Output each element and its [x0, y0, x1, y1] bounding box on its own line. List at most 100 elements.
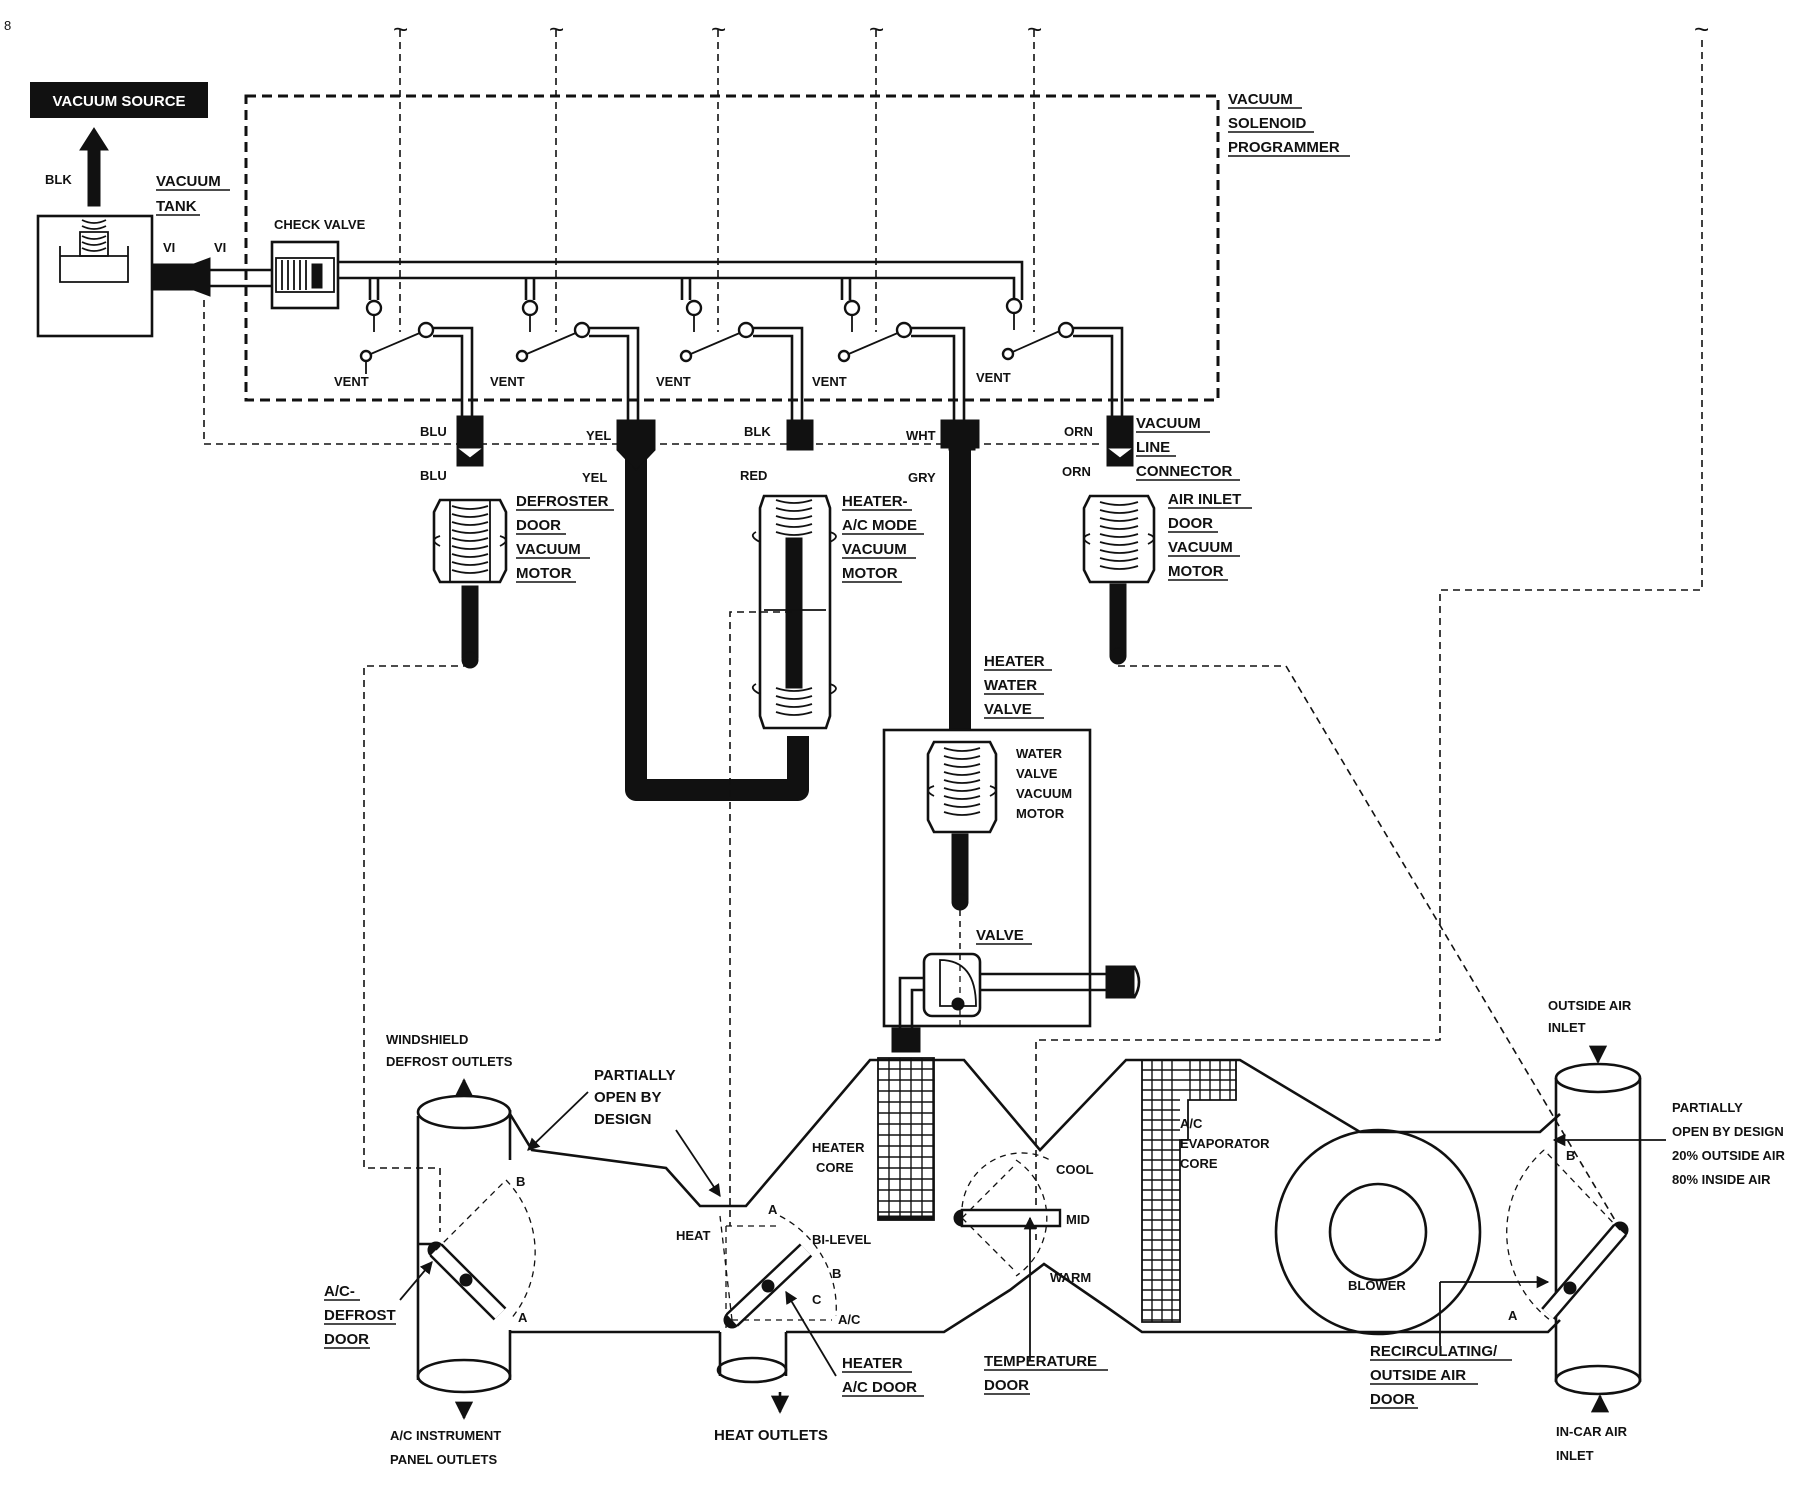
- hose-top-blk: BLK: [744, 424, 771, 439]
- evaporator-label-1: A/C: [1180, 1116, 1203, 1131]
- windshield-label-1: WINDSHIELD: [386, 1032, 468, 1047]
- hose-top-blu: BLU: [420, 424, 447, 439]
- air-inlet-label-3: VACUUM: [1168, 539, 1233, 556]
- partially-left-label-1: PARTIALLY: [594, 1067, 676, 1084]
- outside-inlet-label-1: OUTSIDE AIR: [1548, 998, 1632, 1013]
- mode-vacuum-motor: HEATER- A/C MODE VACUUM MOTOR: [751, 493, 924, 730]
- temperature-door-label-2: DOOR: [984, 1377, 1029, 1394]
- partially-right-label-4: 80% INSIDE AIR: [1672, 1172, 1771, 1187]
- mode-motor-label-1: HEATER-: [842, 493, 908, 510]
- recirc-door-label-3: DOOR: [1370, 1391, 1415, 1408]
- vent-label-5: VENT: [976, 370, 1011, 385]
- mid-label: MID: [1066, 1212, 1090, 1227]
- hose-bottom-gry: GRY: [908, 470, 936, 485]
- mode-motor-label-2: A/C MODE: [842, 517, 917, 534]
- ac-position-label: A/C: [838, 1312, 861, 1327]
- partially-left-label-3: DESIGN: [594, 1111, 652, 1128]
- vent-label-3: VENT: [656, 374, 691, 389]
- vacuum-manifold: [338, 260, 1024, 300]
- recirc-door-label-1: RECIRCULATING/: [1370, 1343, 1498, 1360]
- svg-text:~: ~: [393, 14, 408, 44]
- heater-core: HEATER CORE: [812, 1057, 935, 1221]
- hose-top-yel: YEL: [586, 428, 611, 443]
- ac-defrost-door-label-1: A/C-: [324, 1283, 355, 1300]
- solenoid-switches: VENT VENT VENT VENT VENT: [334, 297, 1124, 420]
- incar-inlet-label-1: IN-CAR AIR: [1556, 1424, 1628, 1439]
- water-motor-label-3: VACUUM: [1016, 786, 1072, 801]
- svg-text:~: ~: [711, 14, 726, 44]
- linkage-lines: [363, 611, 1623, 1233]
- bi-level-label: BI-LEVEL: [812, 1232, 871, 1247]
- evaporator-label-3: CORE: [1180, 1156, 1218, 1171]
- mode-motor-label-4: MOTOR: [842, 565, 898, 582]
- water-valve-label-1: HEATER: [984, 653, 1045, 670]
- evaporator-label-2: EVAPORATOR: [1180, 1136, 1270, 1151]
- defroster-door-vacuum-motor: DEFROSTER DOOR VACUUM MOTOR: [432, 493, 614, 669]
- recirc-door-label-2: OUTSIDE AIR: [1370, 1367, 1466, 1384]
- door-a-label: A: [768, 1202, 778, 1217]
- vi-right-label: VI: [214, 240, 226, 255]
- water-valve-label-3: VALVE: [984, 701, 1032, 718]
- svg-text:~: ~: [1694, 14, 1709, 44]
- hose-bottom-red: RED: [740, 468, 767, 483]
- partially-right-label-3: 20% OUTSIDE AIR: [1672, 1148, 1786, 1163]
- defrost-b-label: B: [516, 1174, 525, 1189]
- partially-right-label-2: OPEN BY DESIGN: [1672, 1124, 1784, 1139]
- hose-bottom-orn: ORN: [1062, 464, 1091, 479]
- blk-source-label: BLK: [45, 172, 72, 187]
- recirc-b-label: B: [1566, 1148, 1575, 1163]
- hose-bottom-yel: YEL: [582, 470, 607, 485]
- ac-evaporator-core: A/C EVAPORATOR CORE: [1141, 1059, 1270, 1323]
- heater-core-label-1: HEATER: [812, 1140, 865, 1155]
- water-motor-label-1: WATER: [1016, 746, 1063, 761]
- connector-label-2: LINE: [1136, 439, 1170, 456]
- vent-label-2: VENT: [490, 374, 525, 389]
- outlet-labels: WINDSHIELD DEFROST OUTLETS PARTIALLY OPE…: [4, 18, 1786, 1467]
- heater-ac-door: HEAT BI-LEVEL A B C A/C HEATER A/C DOOR: [676, 1202, 924, 1397]
- blower: BLOWER: [1274, 1128, 1482, 1336]
- programmer-label-1: VACUUM: [1228, 91, 1293, 108]
- hose-bottom-blu: BLU: [420, 468, 447, 483]
- vacuum-tank-label-2: TANK: [156, 198, 197, 215]
- heater-ac-door-label-1: HEATER: [842, 1355, 903, 1372]
- partially-left-label-2: OPEN BY: [594, 1089, 662, 1106]
- heat-label: HEAT: [676, 1228, 710, 1243]
- door-c-label: C: [812, 1292, 822, 1307]
- temperature-door-label-1: TEMPERATURE: [984, 1353, 1097, 1370]
- cool-label: COOL: [1056, 1162, 1094, 1177]
- partially-right-label-1: PARTIALLY: [1672, 1100, 1743, 1115]
- vacuum-tank: VACUUM TANK VI VI: [36, 173, 230, 338]
- defroster-label-4: MOTOR: [516, 565, 572, 582]
- defrost-a-label: A: [518, 1310, 528, 1325]
- air-inlet-label-2: DOOR: [1168, 515, 1213, 532]
- windshield-label-2: DEFROST OUTLETS: [386, 1054, 513, 1069]
- vacuum-solenoid-programmer: VACUUM SOLENOID PROGRAMMER: [244, 91, 1350, 402]
- panel-outlets-label-1: A/C INSTRUMENT: [390, 1428, 501, 1443]
- heater-ac-door-label-2: A/C DOOR: [842, 1379, 917, 1396]
- defroster-label-2: DOOR: [516, 517, 561, 534]
- blower-label: BLOWER: [1348, 1278, 1406, 1293]
- valve-label: VALVE: [976, 927, 1024, 944]
- heater-water-valve: HEATER WATER VALVE WATER VALVE VACUUM MO…: [882, 653, 1141, 1053]
- check-valve: CHECK VALVE: [210, 217, 366, 310]
- warm-label: WARM: [1050, 1270, 1091, 1285]
- water-valve-label-2: WATER: [984, 677, 1037, 694]
- defroster-label-3: VACUUM: [516, 541, 581, 558]
- vent-label-1: VENT: [334, 374, 369, 389]
- incar-inlet-label-2: INLET: [1556, 1448, 1594, 1463]
- vacuum-hoses: [616, 419, 980, 801]
- programmer-label-3: PROGRAMMER: [1228, 139, 1340, 156]
- defroster-label-1: DEFROSTER: [516, 493, 609, 510]
- svg-text:~: ~: [1027, 14, 1042, 44]
- corner-mark: 8: [4, 18, 11, 33]
- hose-top-wht: WHT: [906, 428, 936, 443]
- recirc-outside-air-door: B A RECIRCULATING/ OUTSIDE AIR DOOR: [1370, 1148, 1629, 1409]
- air-inlet-label-1: AIR INLET: [1168, 491, 1241, 508]
- recirc-a-label: A: [1508, 1308, 1518, 1323]
- heat-outlets-label: HEAT OUTLETS: [714, 1427, 828, 1444]
- ac-defrost-door-label-2: DEFROST: [324, 1307, 396, 1324]
- ac-defrost-door-label-3: DOOR: [324, 1331, 369, 1348]
- mode-motor-label-3: VACUUM: [842, 541, 907, 558]
- check-valve-label: CHECK VALVE: [274, 217, 366, 232]
